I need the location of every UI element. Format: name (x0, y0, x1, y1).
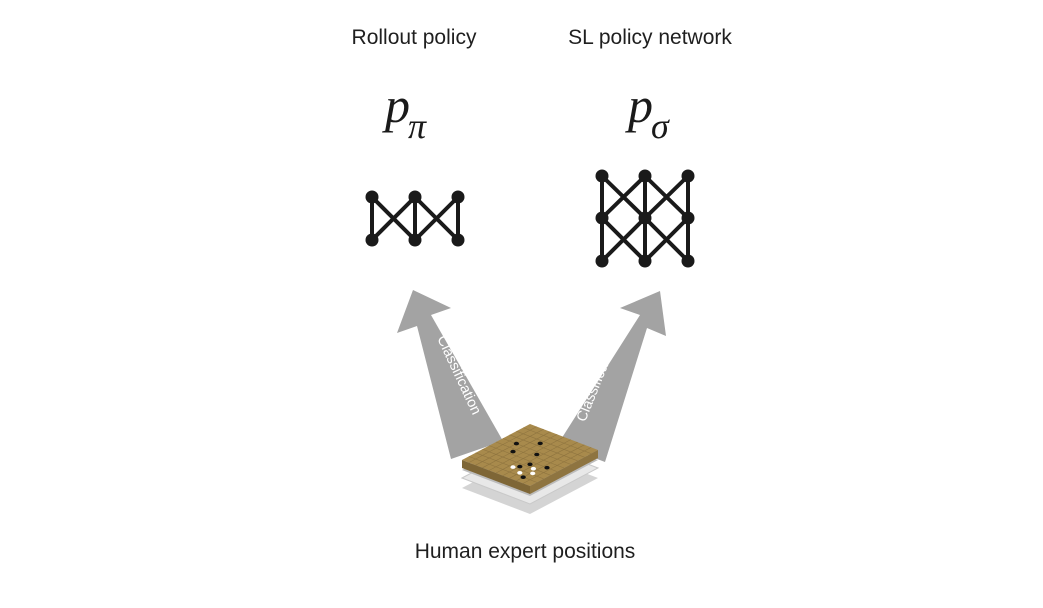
sl-network-node (681, 254, 695, 268)
board-grid-line (516, 430, 585, 458)
sl-network-edge (600, 174, 647, 220)
sl-network-node (595, 169, 609, 183)
black-stone (513, 441, 520, 446)
rollout-network-node (365, 190, 379, 204)
black-stone (510, 449, 516, 454)
black-stone (534, 452, 540, 457)
sl-network-edge (643, 216, 690, 263)
board-grid-line (523, 427, 592, 454)
sl-policy-network-title: SL policy network (568, 26, 732, 49)
black-stone (544, 465, 550, 470)
sl-network-node (638, 211, 652, 225)
go-board-icon (460, 424, 600, 514)
sl-network-edge (643, 174, 690, 220)
sl-symbol-subscript: σ (651, 106, 669, 146)
rollout-network-node (408, 190, 422, 204)
sl-network-node (638, 254, 652, 268)
arrow-icon (397, 290, 503, 459)
sl-network-node (681, 169, 695, 183)
rollout-network-icon (365, 190, 465, 247)
white-stone (517, 471, 523, 475)
board-grid-line (509, 434, 578, 462)
sl-network-node (595, 254, 609, 268)
rollout-policy-symbol: pπ (385, 77, 428, 144)
sl-network-icon (595, 169, 695, 268)
rollout-network-edge (370, 195, 417, 242)
sl-classification-arrow: Classification (558, 291, 666, 462)
sl-network-node (681, 211, 695, 225)
black-stone (520, 475, 526, 480)
board-grid-line (523, 447, 592, 484)
rollout-network-node (451, 190, 465, 204)
rollout-network-node (365, 233, 379, 247)
white-stone (510, 465, 516, 469)
rollout-symbol-base: p (385, 77, 410, 133)
rollout-network-edge (413, 195, 460, 242)
rollout-classification-arrow: Classification (397, 290, 503, 459)
board-grid-line (495, 436, 565, 474)
black-stone (527, 462, 533, 467)
sl-policy-symbol: pσ (628, 77, 671, 144)
rollout-symbol-subscript: π (408, 106, 427, 146)
black-stone (517, 464, 523, 469)
sl-network-node (595, 211, 609, 225)
sl-symbol-base: p (628, 77, 653, 133)
board-grid-line (516, 444, 585, 482)
white-stone (530, 466, 537, 471)
board-grid-line (502, 439, 571, 476)
rollout-policy-title: Rollout policy (351, 26, 477, 49)
white-stone (530, 471, 536, 476)
sl-network-node (638, 169, 652, 183)
sl-network-edge (600, 216, 647, 263)
human-expert-positions-caption: Human expert positions (414, 540, 636, 563)
arrow-icon (558, 291, 666, 462)
black-stone (537, 441, 543, 446)
rollout-network-node (408, 233, 422, 247)
rollout-network-node (451, 233, 465, 247)
